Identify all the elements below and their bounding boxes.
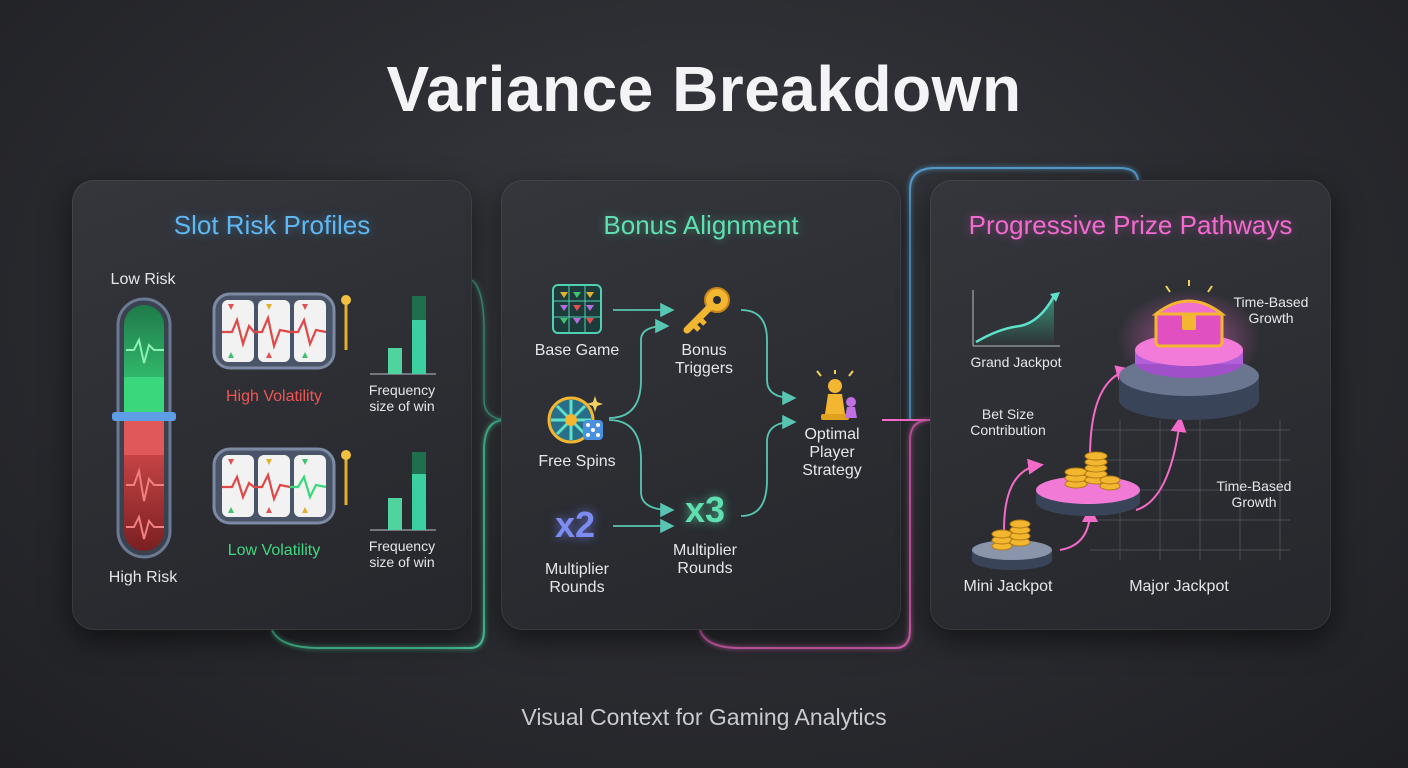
bonus-triggers-label-2: Triggers [674, 360, 734, 377]
slot-reels-high-volatility-icon [212, 292, 351, 370]
major-jackpot-label: Major Jackpot [1129, 578, 1229, 595]
optimal-strategy-label-2: Player [809, 444, 855, 461]
free-spins-wheel-icon [547, 396, 603, 444]
size-of-win-label-bottom: size of win [369, 554, 435, 570]
size-of-win-label-top: size of win [369, 398, 435, 414]
base-game-label: Base Game [534, 342, 620, 359]
page-title: Variance Breakdown [386, 53, 1022, 125]
time-based-growth-top-label-2: Growth [1248, 310, 1294, 326]
footer-caption: Visual Context for Gaming Analytics [521, 704, 887, 730]
grand-jackpot-label: Grand Jackpot [970, 354, 1062, 370]
treasure-chest-pedestal-icon [1117, 280, 1261, 420]
time-based-growth-mid-label-2: Growth [1231, 494, 1277, 510]
frequency-label-top: Frequency [368, 382, 436, 398]
x2-multiplier-icon: x2 [554, 504, 596, 545]
free-spins-label: Free Spins [538, 453, 616, 470]
optimal-strategy-label-1: Optimal [804, 426, 860, 443]
panel-title-progressive: Progressive Prize Pathways [968, 210, 1293, 240]
risk-gauge-icon [112, 297, 176, 559]
panel-slot-risk-profiles: Slot Risk Profiles Low Risk High Risk Hi… [72, 180, 472, 630]
frequency-label-bottom: Frequency [368, 538, 436, 554]
high-volatility-label: High Volatility [225, 388, 323, 405]
growth-chart-icon [972, 290, 1060, 347]
time-based-growth-top-label-1: Time-Based [1233, 294, 1309, 310]
coin-stack-platform-icon [1036, 451, 1140, 516]
panel-bonus-alignment: Bonus Alignment Base Game Bonus Triggers [501, 180, 901, 630]
slot-reels-low-volatility-icon [212, 447, 351, 525]
x3-multiplier-icon: x3 [684, 489, 726, 530]
panel-title-bonus: Bonus Alignment [603, 210, 799, 240]
bet-size-contribution-label-2: Contribution [970, 422, 1046, 438]
base-game-grid-icon [552, 284, 602, 334]
chess-pieces-icon [816, 370, 857, 420]
multiplier-rounds-right-label-1: Multiplier [672, 542, 737, 559]
multiplier-rounds-right-label-2: Rounds [677, 560, 733, 577]
low-risk-label: Low Risk [110, 271, 176, 288]
multiplier-rounds-left-label-1: Multiplier [544, 561, 609, 578]
bet-size-contribution-label-1: Bet Size [981, 406, 1035, 422]
bonus-triggers-label-1: Bonus [681, 342, 727, 359]
panel-title-slot-risk: Slot Risk Profiles [173, 210, 371, 240]
key-icon [683, 287, 730, 334]
frequency-bars-bottom-icon [370, 452, 436, 531]
panel-progressive-prize-pathways: Progressive Prize Pathways Grand Jackpot [930, 180, 1331, 630]
time-based-growth-mid-label-1: Time-Based [1216, 478, 1292, 494]
optimal-strategy-label-3: Strategy [802, 462, 862, 479]
frequency-bars-top-icon [370, 296, 436, 375]
low-volatility-label: Low Volatility [227, 542, 321, 559]
mini-jackpot-coins-icon [972, 519, 1052, 570]
high-risk-label: High Risk [108, 569, 178, 586]
multiplier-rounds-left-label-2: Rounds [549, 579, 605, 596]
mini-jackpot-label: Mini Jackpot [963, 578, 1053, 595]
